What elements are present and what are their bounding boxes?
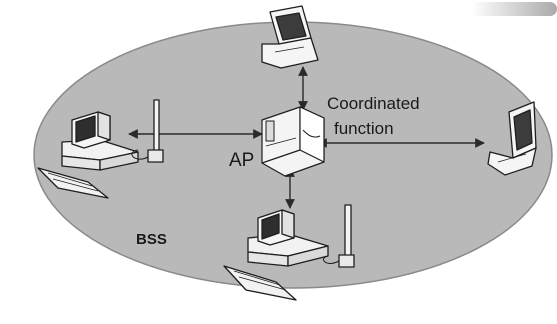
coordinated-function-label-line1: Coordinated bbox=[327, 94, 420, 113]
laptop-top-icon bbox=[261, 5, 319, 69]
laptop-right-icon bbox=[487, 101, 537, 176]
desktop-bottom-icon bbox=[223, 204, 355, 301]
corner-decoration bbox=[472, 2, 557, 16]
coordinated-function-label-line2: function bbox=[334, 119, 394, 138]
bss-label: BSS bbox=[136, 231, 167, 248]
ap-label: AP bbox=[229, 150, 254, 171]
access-point-icon bbox=[261, 106, 325, 177]
desktop-left-icon bbox=[37, 99, 164, 199]
